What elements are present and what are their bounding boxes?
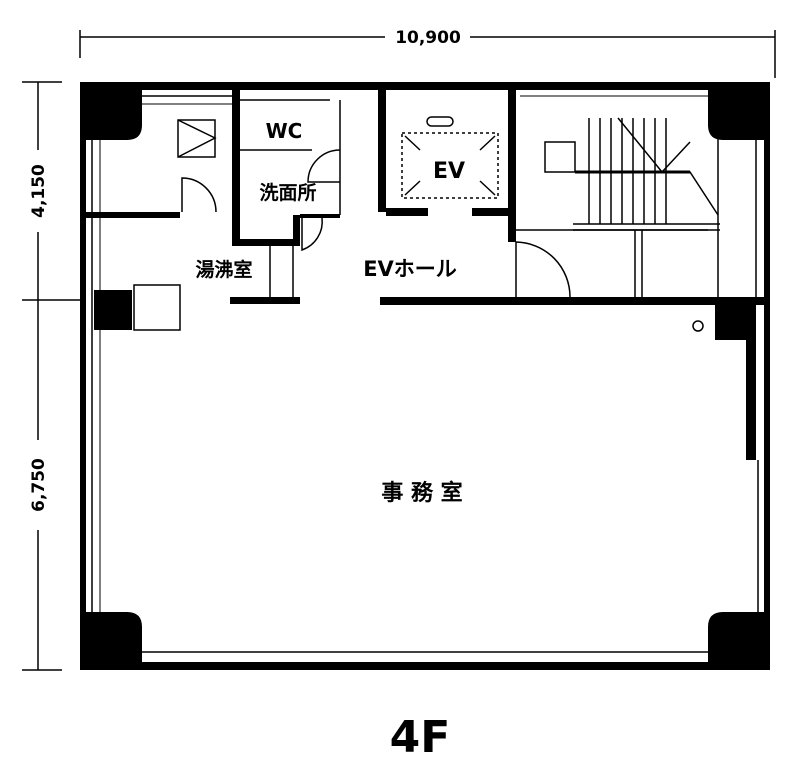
floor-label: 4F [390, 712, 451, 763]
dimension-top [79, 30, 776, 78]
doors [181, 149, 571, 298]
kitchen-counter [133, 284, 181, 331]
columns [80, 82, 770, 670]
room-label-office: 事 務 室 [381, 480, 462, 506]
room-label-elevator: EV [433, 159, 465, 184]
exterior-walls [80, 82, 770, 670]
dimension-width-label: 10,900 [395, 28, 461, 48]
room-label-ev-hall: EVホール [363, 257, 457, 281]
dimension-depth-upper-label: 4,150 [29, 164, 49, 218]
dimension-depth-lower-label: 6,750 [29, 458, 49, 512]
elevator-car [401, 116, 499, 199]
dimension-left [22, 81, 80, 671]
room-label-washroom: 洗面所 [259, 181, 316, 204]
thin-partitions [177, 99, 719, 332]
interior-walls [80, 88, 770, 460]
room-label-kitchenette: 湯沸室 [195, 258, 252, 281]
staircase [544, 117, 720, 231]
room-label-wc: WC [266, 119, 303, 143]
